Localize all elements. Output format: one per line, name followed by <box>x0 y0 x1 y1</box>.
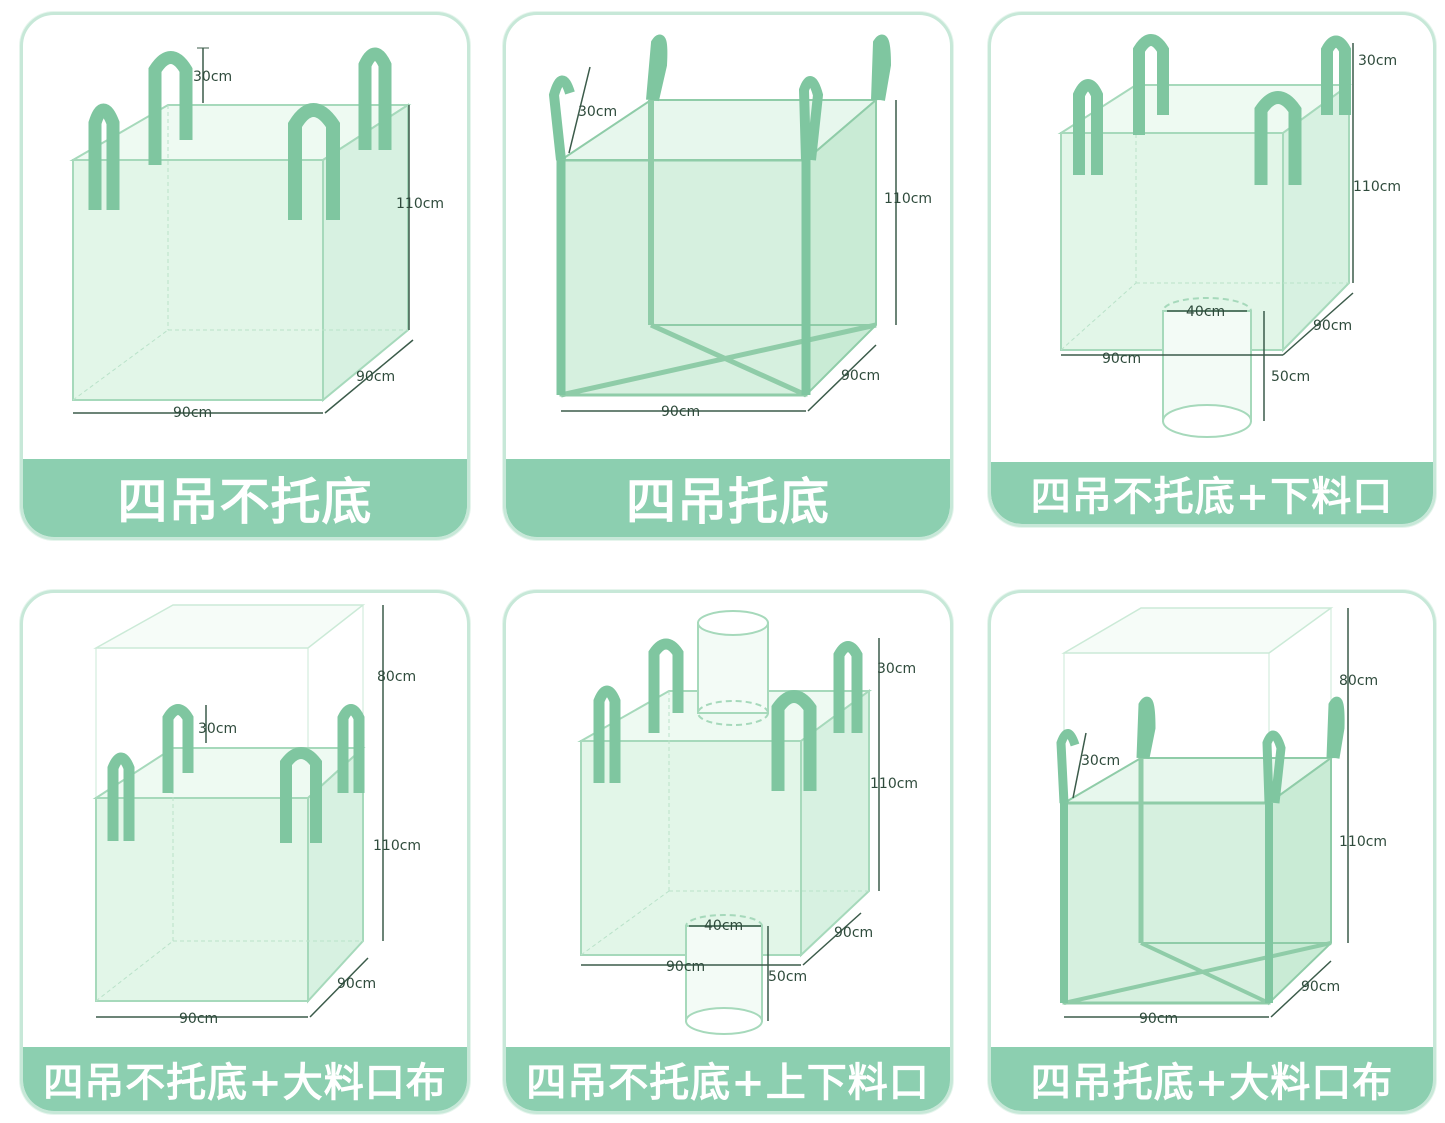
bag-diagram-1: 30cm 110cm 90cm 90cm <box>69 47 444 421</box>
strap-2 <box>148 51 193 165</box>
panel-label: 四吊托底 <box>506 459 950 537</box>
panel-label: 四吊不托底 <box>23 459 467 537</box>
bag-diagram-3: 30cm 110cm 90cm 90cm 40cm 50cm <box>1057 34 1401 438</box>
panel-label: 四吊不托底+下料口 <box>991 462 1433 524</box>
strap-4 <box>833 641 863 733</box>
panel-u-loop-with-base: 30cm 110cm 90cm 90cm 四吊托底 <box>503 12 953 540</box>
strap-1 <box>1073 79 1103 175</box>
dim-depth-3: 90cm <box>1313 318 1352 334</box>
dim-loop-4: 30cm <box>198 721 237 737</box>
dim-skirt-6: 80cm <box>1339 673 1378 689</box>
dim-height-6: 110cm <box>1339 834 1387 850</box>
dim-height-2: 110cm <box>884 191 932 207</box>
dim-spout-len-5: 50cm <box>768 969 807 985</box>
strap-1 <box>107 752 135 841</box>
dim-width-1: 90cm <box>173 405 212 421</box>
dim-skirt-4: 80cm <box>377 669 416 685</box>
strap-3 <box>280 747 322 843</box>
panel-label: 四吊不托底+上下料口 <box>506 1047 950 1111</box>
strap-1 <box>548 75 575 161</box>
strap-3 <box>771 690 817 791</box>
strap-1 <box>593 685 621 783</box>
bag-diagram-6: 30cm 80cm 110cm 90cm 90cm <box>1056 607 1387 1027</box>
strap-4 <box>358 47 392 150</box>
panel-label: 四吊托底+大料口布 <box>991 1047 1433 1111</box>
strap-2 <box>162 704 194 793</box>
strap-4 <box>337 704 365 793</box>
panel-no-base-top-bottom-spout: 30cm 110cm 90cm 90cm 40cm 50cm 四吊不托底+上下料… <box>503 590 953 1114</box>
dim-width-5: 90cm <box>666 959 705 975</box>
panel-u-loop-no-base: 30cm 110cm 90cm 90cm 四吊不托底 <box>20 12 470 540</box>
dim-width-2: 90cm <box>661 404 700 420</box>
dim-loop-3: 30cm <box>1358 53 1397 69</box>
bag-diagram-4: 80cm 30cm 110cm 90cm 90cm <box>92 604 421 1027</box>
dim-loop-1: 30cm <box>193 69 232 85</box>
dim-height-1: 110cm <box>396 196 444 212</box>
strap-1 <box>88 103 120 210</box>
dim-depth-6: 90cm <box>1301 979 1340 995</box>
panel-with-base-skirt-top: 30cm 80cm 110cm 90cm 90cm 四吊托底+大料口布 <box>988 590 1436 1114</box>
strap-3 <box>1254 91 1302 185</box>
bag-diagram-5: 30cm 110cm 90cm 90cm 40cm 50cm <box>577 610 918 1035</box>
panel-no-base-bottom-spout: 30cm 110cm 90cm 90cm 40cm 50cm 四吊不托底+下料口 <box>988 12 1436 527</box>
dim-loop-6: 30cm <box>1081 753 1120 769</box>
strap-3 <box>1262 730 1286 804</box>
dim-depth-4: 90cm <box>337 976 376 992</box>
strap-2 <box>1133 34 1169 135</box>
dim-spout-dia-3: 40cm <box>1186 304 1225 320</box>
strap-3 <box>288 103 340 220</box>
dim-width-4: 90cm <box>179 1011 218 1027</box>
dim-depth-2: 90cm <box>841 368 880 384</box>
dim-loop-5: 30cm <box>877 661 916 677</box>
dim-height-4: 110cm <box>373 838 421 854</box>
panel-no-base-skirt-top: 80cm 30cm 110cm 90cm 90cm 四吊不托底+大料口布 <box>20 590 470 1114</box>
strap-3 <box>798 76 824 161</box>
dim-depth-1: 90cm <box>356 369 395 385</box>
dim-loop-2: 30cm <box>578 104 617 120</box>
dim-width-3: 90cm <box>1102 351 1141 367</box>
strap-2 <box>1136 696 1156 759</box>
strap-4 <box>1321 35 1351 115</box>
strap-1 <box>1056 729 1080 804</box>
dim-height-3: 110cm <box>1353 179 1401 195</box>
strap-4 <box>871 34 892 101</box>
dim-width-6: 90cm <box>1139 1011 1178 1027</box>
bag-diagram-2: 30cm 110cm 90cm 90cm <box>548 34 932 420</box>
strap-4 <box>1326 696 1345 759</box>
dim-depth-5: 90cm <box>834 925 873 941</box>
dim-height-5: 110cm <box>870 776 918 792</box>
panel-label: 四吊不托底+大料口布 <box>23 1047 467 1111</box>
strap-2 <box>646 34 668 102</box>
dim-spout-len-3: 50cm <box>1271 369 1310 385</box>
dim-spout-dia-5: 40cm <box>704 918 743 934</box>
strap-2 <box>648 638 684 733</box>
